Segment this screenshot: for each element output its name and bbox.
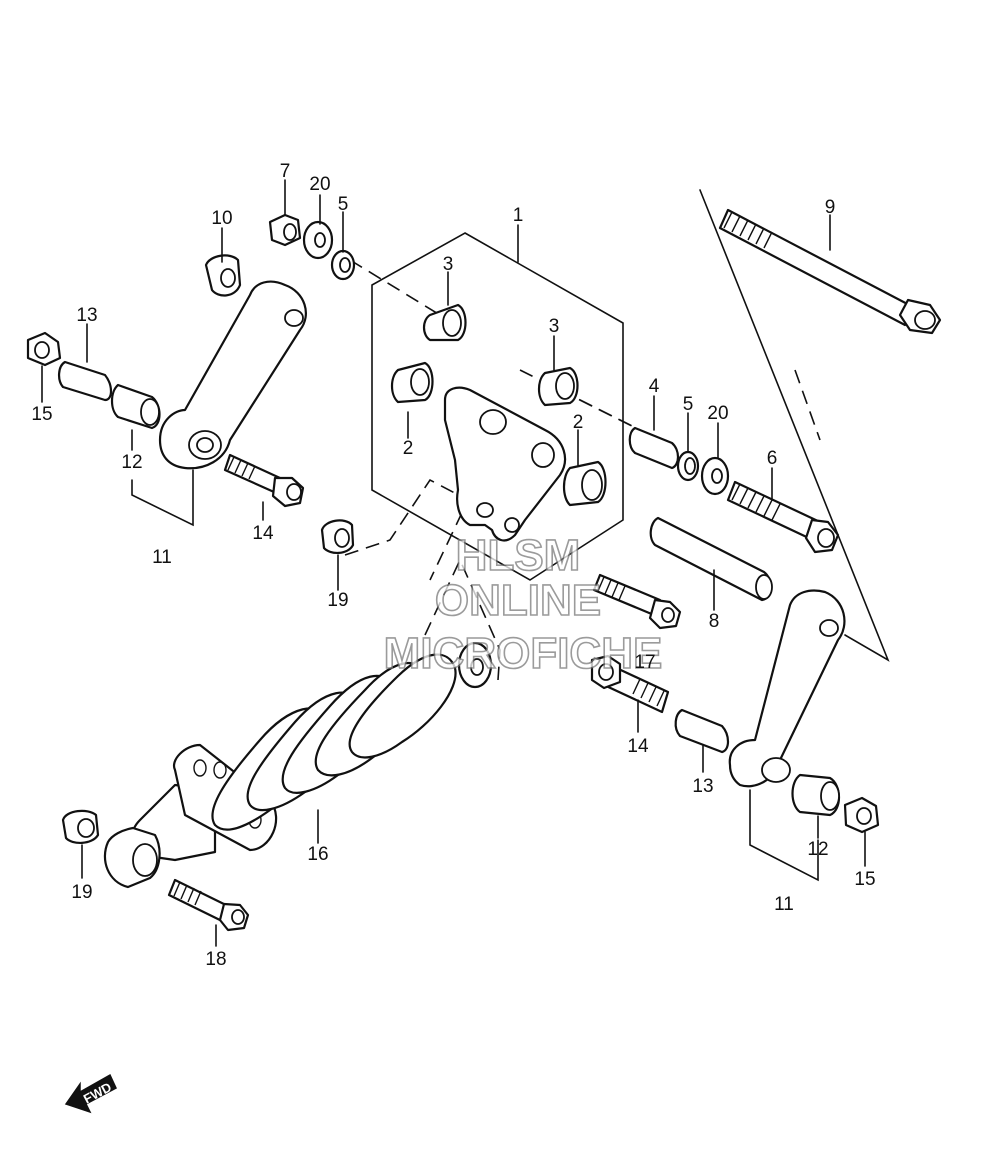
bracket-11-right: [749, 789, 819, 882]
part-3-bearing-top: [422, 303, 467, 342]
fwd-label: FWD: [81, 1079, 114, 1106]
part-11-lever-rod-right: [728, 589, 846, 788]
callout-10: 10: [211, 208, 232, 229]
part-18-bolt: [167, 878, 250, 932]
callout-18: 18: [205, 949, 226, 970]
callout-8: 8: [709, 611, 720, 632]
part-6-bolt: [726, 480, 840, 554]
callout-3-right: 3: [549, 316, 560, 337]
shock-spring: [211, 653, 457, 831]
watermark: HLSM ONLINE MICROFICHE: [383, 530, 663, 679]
callout-6: 6: [767, 448, 778, 469]
callout-7: 7: [280, 161, 291, 182]
part-2-bearing-left: [390, 361, 434, 404]
part-11-lever-rod-left: [158, 280, 307, 470]
callout-17: 17: [634, 652, 655, 673]
callout-9: 9: [825, 197, 836, 218]
callout-1: 1: [513, 205, 524, 226]
callout-5-right: 5: [683, 394, 694, 415]
callout-labels: 1 2 2 3 3 4 5 5 6 7 8 9 10 11 11 12 12 1…: [31, 161, 875, 970]
callout-15-left: 15: [31, 404, 52, 425]
part-9-bolt: [718, 208, 942, 335]
align-line-lower: [424, 558, 501, 681]
callout-11-left: 11: [152, 547, 172, 568]
part-10-collar: [204, 254, 242, 297]
part-12-bearing-right: [791, 773, 841, 817]
callout-11-right: 11: [774, 894, 794, 915]
callout-20-top: 20: [309, 174, 330, 195]
watermark-line-1: HLSM: [456, 531, 581, 580]
align-line-bolt-right: [794, 369, 821, 441]
align-line-center: [344, 478, 470, 581]
callout-12-left: 12: [121, 452, 142, 473]
callout-14-left: 14: [252, 523, 274, 544]
part-7-nut: [268, 213, 302, 247]
part-13-spacer-left: [58, 360, 113, 402]
group-outline-cushion-lever: [371, 232, 624, 581]
watermark-line-2: ONLINE: [435, 576, 601, 625]
bracket-11-left: [131, 469, 194, 527]
part-15-nut-right: [843, 796, 880, 834]
callout-14-right: 14: [627, 736, 649, 757]
part-20-washer-top: [302, 220, 334, 260]
callout-13-right: 13: [692, 776, 713, 797]
callout-4: 4: [649, 376, 660, 397]
part-8-pipe: [649, 516, 773, 602]
fwd-arrow-icon: FWD: [64, 1073, 117, 1114]
part-13-spacer-right: [674, 708, 730, 754]
part-2-bearing-center: [562, 460, 607, 507]
watermark-line-3: MICROFICHE: [384, 629, 663, 678]
part-5-seal-top: [330, 249, 356, 281]
part-14-bolt-left: [223, 453, 305, 508]
callout-13-left: 13: [76, 305, 97, 326]
callout-2-right: 2: [573, 412, 584, 433]
part-19-collar-lower: [61, 809, 100, 844]
part-19-collar-center: [320, 519, 355, 554]
callout-19-lower: 19: [71, 882, 92, 903]
group-outline-rod-bolt: [699, 189, 890, 662]
callout-12-right: 12: [807, 839, 828, 860]
callout-15-right: 15: [854, 869, 875, 890]
callout-20-right: 20: [707, 403, 728, 424]
part-12-bearing-left: [110, 383, 161, 430]
callout-16: 16: [307, 844, 328, 865]
part-16-shock-absorber: [103, 641, 493, 889]
align-line-top: [349, 259, 441, 316]
part-5-seal-right: [676, 450, 700, 482]
callout-2-left: 2: [403, 438, 414, 459]
part-20-washer-right: [700, 456, 730, 496]
part-1-cushion-lever: [443, 386, 567, 542]
part-17-bolt: [592, 573, 682, 630]
leader-lines: [41, 179, 866, 947]
part-3-bearing-right: [537, 366, 579, 407]
callout-3-top: 3: [443, 254, 454, 275]
part-4-spacer: [628, 426, 680, 470]
part-15-nut-left: [26, 331, 62, 367]
callout-19-center: 19: [327, 590, 348, 611]
part-14-bolt-right: [590, 654, 670, 714]
callout-5-top: 5: [338, 194, 349, 215]
